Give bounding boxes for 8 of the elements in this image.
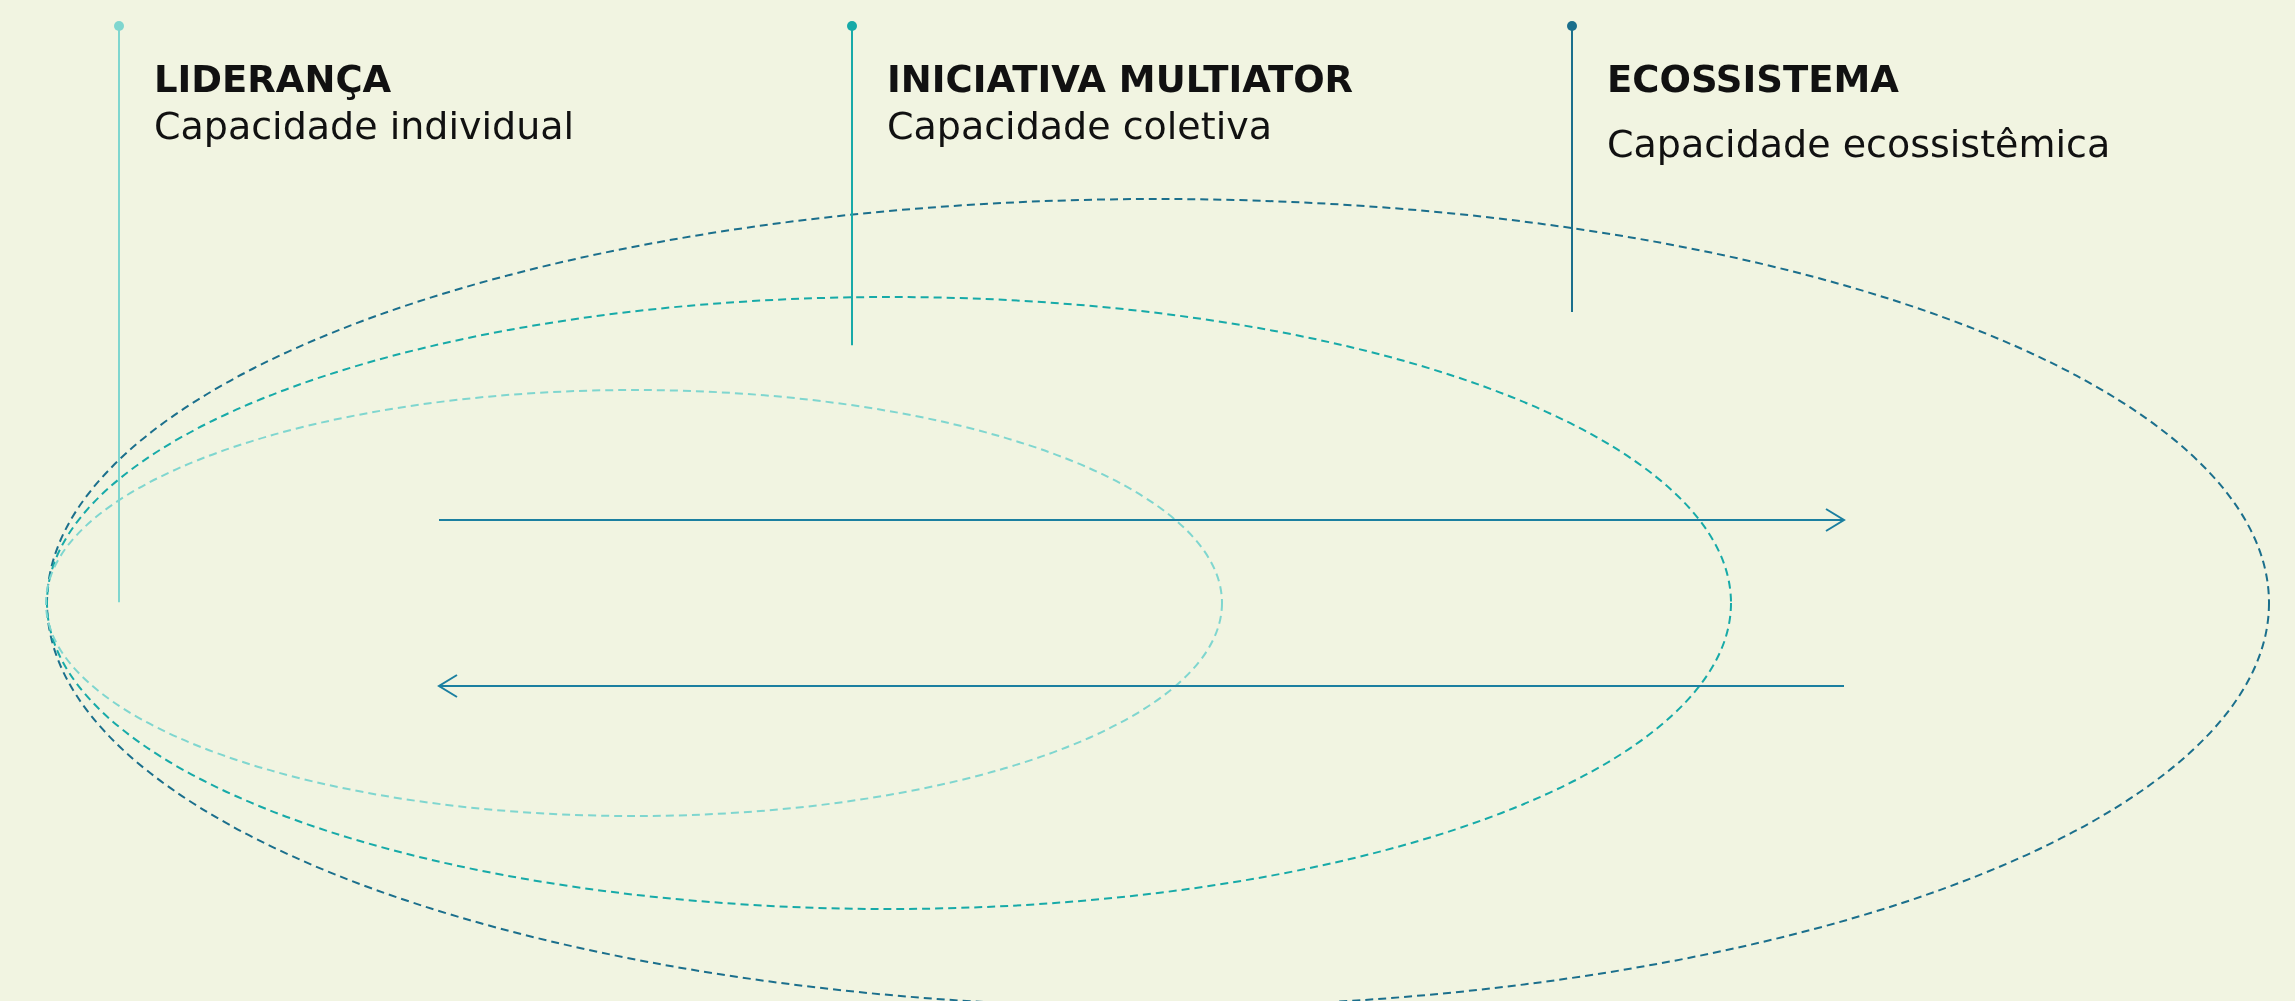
heading: LIDERANÇA [154,58,393,103]
subtitle: Capacidade coletiva [887,103,1273,151]
subtitle: Capacidade ecossistêmica [1607,121,2111,169]
heading: ECOSSISTEMA [1607,58,1900,103]
heading: INICIATIVA MULTIATOR [887,58,1354,103]
leader-line [847,21,857,347]
subtitle: Capacidade individual [154,103,575,151]
leader-line [1567,21,1577,314]
